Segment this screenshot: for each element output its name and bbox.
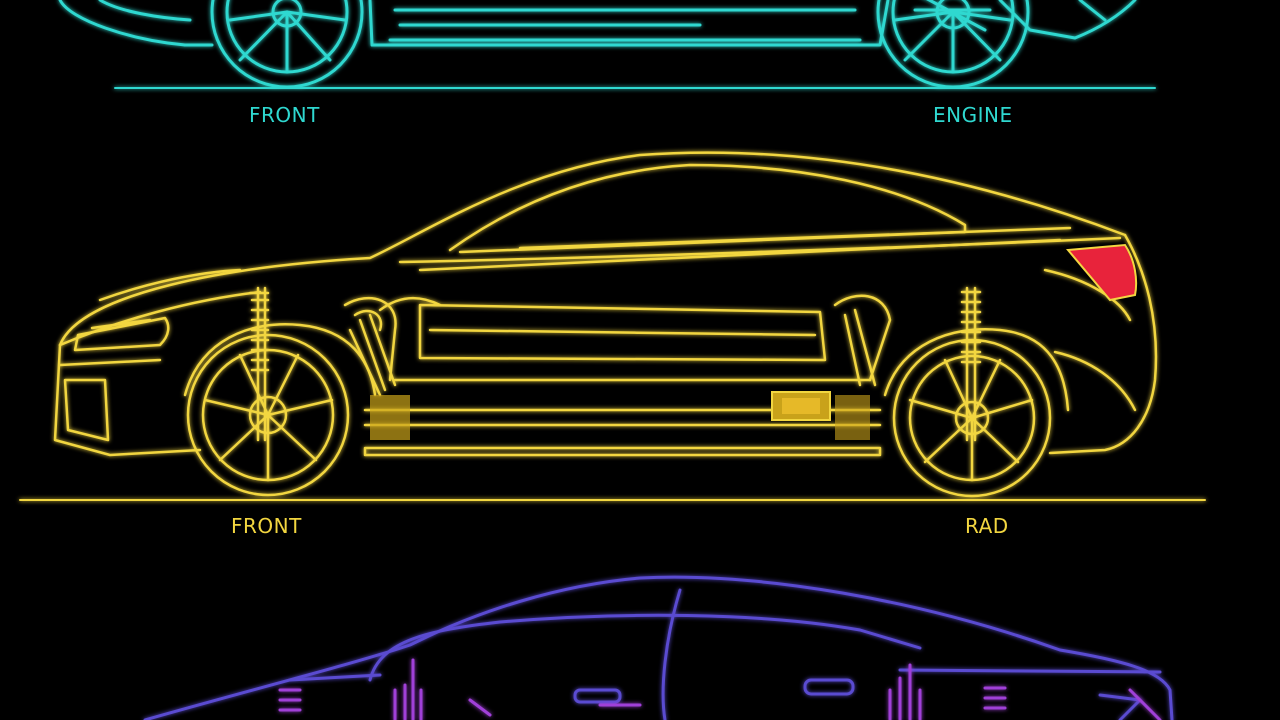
top-front-label: FRONT [249, 103, 320, 127]
top-engine-label: ENGINE [933, 103, 1013, 127]
middle-car-components [370, 243, 1138, 440]
bottom-car-icon [143, 575, 1174, 720]
middle-front-label: FRONT [231, 514, 302, 538]
middle-rear-label: RAD [965, 514, 1009, 538]
bottom-car-components [278, 658, 1162, 720]
top-car-icon [58, 0, 1156, 89]
middle-car-icon [19, 151, 1206, 501]
taillight-icon [1065, 243, 1138, 302]
